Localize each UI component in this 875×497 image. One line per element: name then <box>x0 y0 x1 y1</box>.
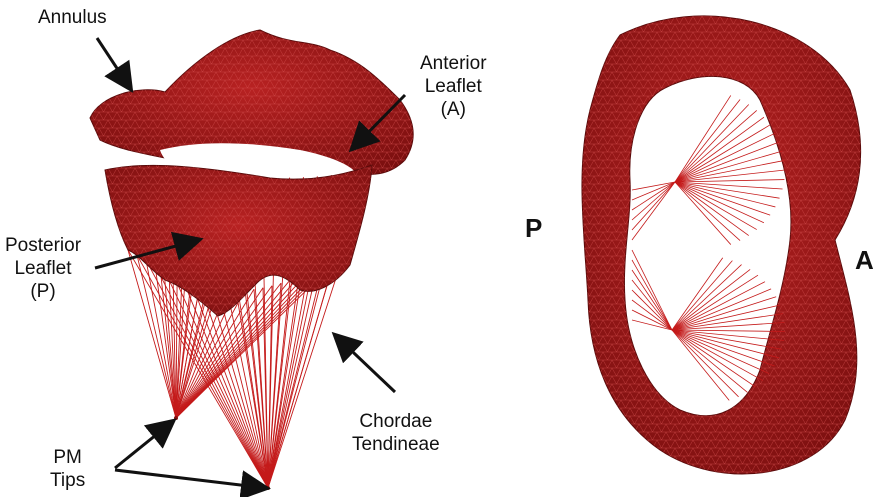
label-posterior-line2: Leaflet <box>14 257 71 280</box>
top-chordae-a-17 <box>675 182 757 230</box>
top-chordae-d-2 <box>632 270 672 330</box>
top-chordae-b-9 <box>672 314 783 330</box>
top-chordae-a-16 <box>675 182 764 223</box>
top-chordae-a-14 <box>675 182 775 207</box>
top-chordae-a-18 <box>675 182 749 236</box>
label-view-anterior: A <box>855 246 874 274</box>
label-view-posterior: P <box>525 214 542 242</box>
label-chordae-tendineae: Chordae Tendineae <box>352 410 440 456</box>
label-anterior-leaflet: Anterior Leaflet (A) <box>420 52 487 121</box>
label-pm-tips: PM Tips <box>50 446 85 492</box>
top-chordae-d-0 <box>632 250 672 330</box>
top-chordae-a-2 <box>675 104 749 182</box>
pm-tip-1 <box>174 416 178 420</box>
label-anterior-line2: Leaflet <box>425 75 482 98</box>
pm-tip-2 <box>266 486 270 490</box>
label-annulus: Annulus <box>38 6 107 29</box>
valve-top-view <box>582 16 861 474</box>
arrow-annulus <box>97 38 130 88</box>
label-pm-line1: PM <box>53 446 82 469</box>
top-chordae-b-1 <box>672 261 732 330</box>
label-anterior-line1: Anterior <box>420 52 487 75</box>
top-chordae-b-19 <box>672 330 747 392</box>
label-chordae-line2: Tendineae <box>352 433 440 456</box>
top-chordae-b-4 <box>672 275 758 330</box>
top-view-chordae <box>632 95 785 400</box>
arrow-pm-tip-2 <box>115 470 265 488</box>
label-posterior-leaflet: Posterior Leaflet (P) <box>5 234 81 303</box>
label-posterior-line3: (P) <box>30 280 55 303</box>
top-chordae-d-4 <box>632 290 672 330</box>
top-chordae-b-2 <box>672 265 742 330</box>
label-pm-line2: Tips <box>50 469 85 492</box>
label-anterior-line3: (A) <box>441 98 466 121</box>
top-chordae-b-15 <box>672 330 775 366</box>
label-posterior-line1: Posterior <box>5 234 81 257</box>
top-chordae-b-18 <box>672 330 755 387</box>
arrow-chordae <box>336 336 395 392</box>
top-chordae-b-7 <box>672 297 776 330</box>
top-chordae-a-4 <box>675 117 764 182</box>
top-chordae-c-3 <box>632 182 675 220</box>
top-chordae-a-9 <box>675 160 784 182</box>
arrow-pm-tip-1 <box>115 422 172 468</box>
top-chordae-a-3 <box>675 110 757 182</box>
top-chordae-a-0 <box>675 95 731 182</box>
top-chordae-d-1 <box>632 260 672 330</box>
top-chordae-b-21 <box>672 330 729 400</box>
chordae-a-2 <box>146 260 176 418</box>
label-chordae-line1: Chordae <box>359 410 432 433</box>
